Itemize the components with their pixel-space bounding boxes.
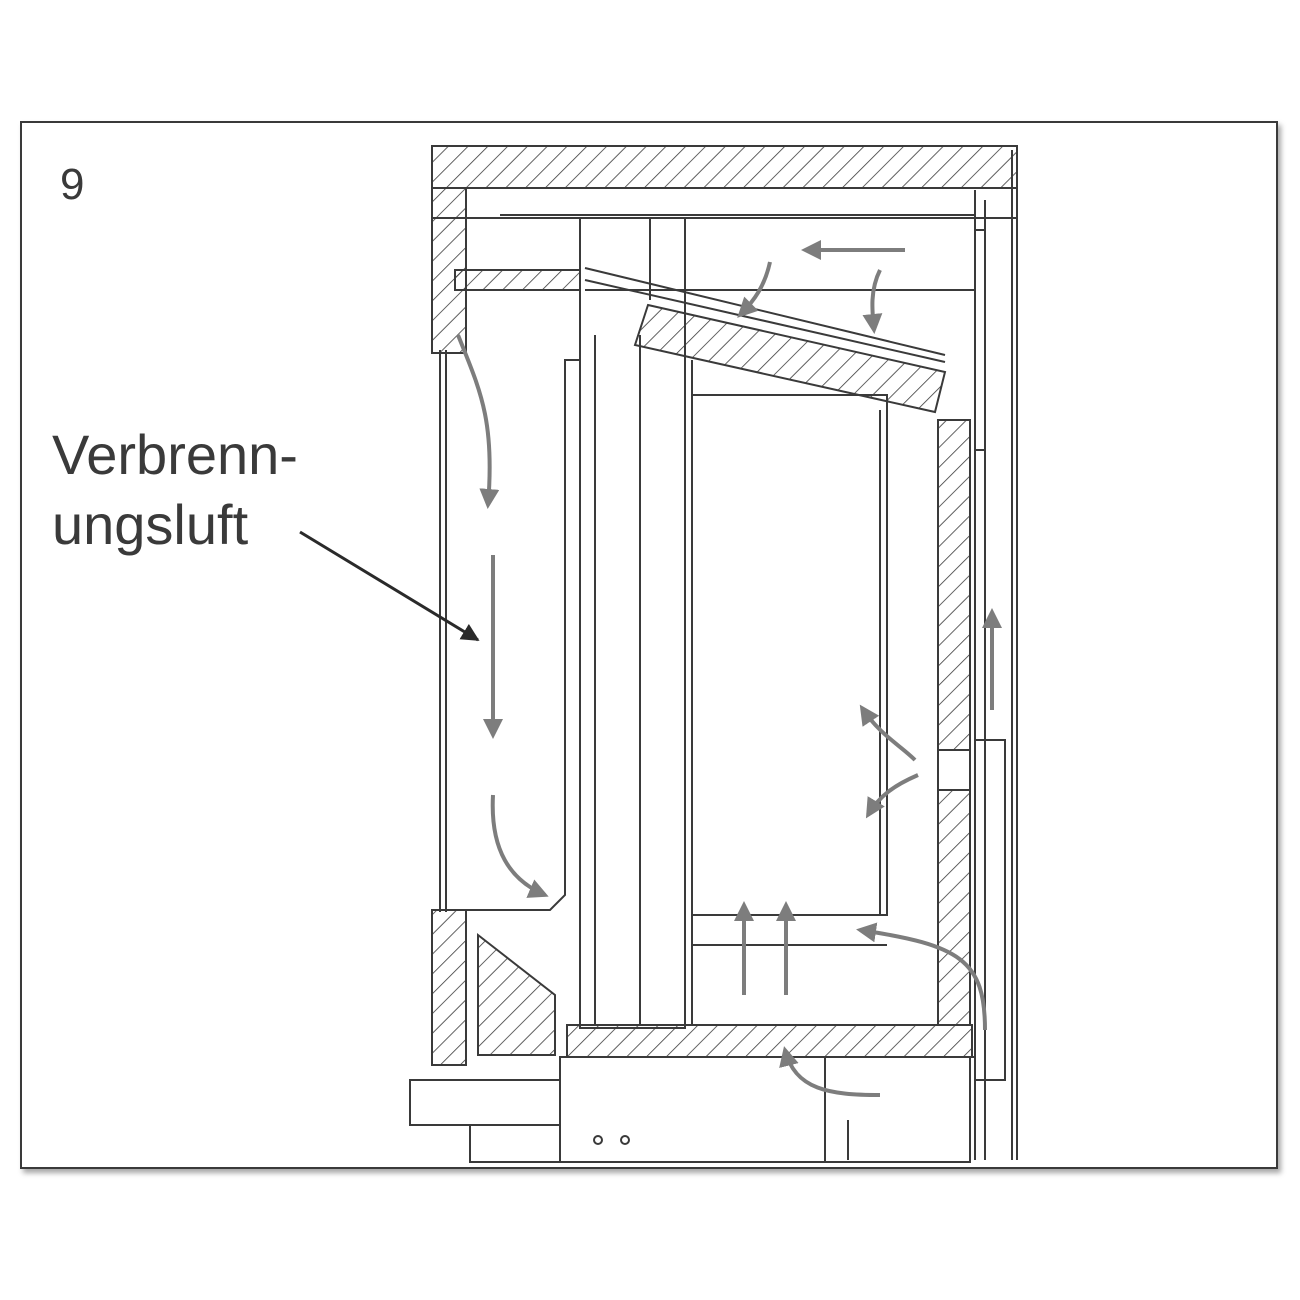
baffle-plate [633,303,947,414]
airflow-arrow [856,922,987,1031]
airflow-arrow [859,704,917,762]
callout-label: Verbrenn- ungsluft [52,420,298,560]
base-structure [559,1056,826,1163]
callout-label-line-2: ungsluft [52,493,249,556]
airflow-arrow [865,773,919,819]
combustion-chamber [691,394,888,916]
airflow-arrow [490,794,549,898]
rear-plate-upper [974,229,986,451]
left-lower-wall [431,909,467,1066]
rear-insulation-lower [937,789,971,1026]
bottom-grate [566,1024,973,1058]
ash-lip [477,932,556,1056]
rear-plate-lower [974,739,1006,1081]
callout-label-line-1: Verbrenn- [52,423,298,486]
callout-leader-line [299,530,480,642]
rear-insulation [937,419,971,751]
airflow-arrow [779,1046,881,1097]
airflow-arrow [737,261,772,318]
airflow-arrow [456,334,500,509]
airflow-arrows [456,240,1002,1097]
top-plate [431,187,1018,219]
air-channel [466,289,581,911]
top-cap [431,145,1018,189]
figure-number: 9 [60,160,85,209]
airflow-arrow [862,269,883,334]
